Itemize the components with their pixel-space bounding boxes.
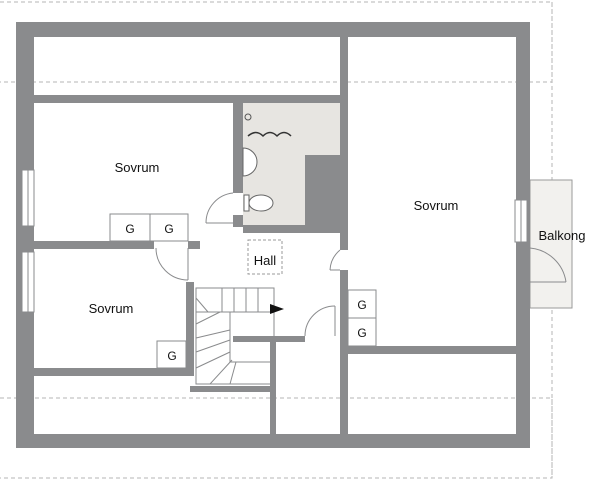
room-label-balcony: Balkong	[539, 228, 586, 243]
staircase	[195, 287, 284, 385]
balcony-floor	[529, 179, 573, 309]
sink-icon	[242, 147, 258, 177]
bathroom-shaft	[305, 155, 340, 225]
wardrobe-label: G	[164, 222, 173, 236]
wardrobes: G G G G G	[109, 213, 377, 369]
room-label-bedroom-top-left: Sovrum	[115, 160, 160, 175]
wardrobe-label: G	[357, 298, 366, 312]
shower-curtain-icon	[247, 131, 292, 138]
wardrobe-label: G	[357, 326, 366, 340]
hall-lamp-box	[247, 239, 283, 275]
stair-direction-arrow	[270, 304, 284, 314]
room-label-hall: Hall	[254, 253, 277, 268]
room-label-bedroom-bottom-left: Sovrum	[89, 301, 134, 316]
room-label-bedroom-right: Sovrum	[414, 198, 459, 213]
room-labels: Sovrum Sovrum Sovrum Hall Balkong	[89, 160, 586, 316]
wardrobe-label: G	[167, 349, 176, 363]
wardrobe-label: G	[125, 222, 134, 236]
windows	[21, 169, 528, 313]
shower-head-icon	[244, 113, 252, 121]
inner-walls	[34, 37, 516, 434]
doors	[155, 192, 567, 337]
bathroom-fixtures	[242, 113, 292, 212]
balcony	[529, 179, 573, 309]
toilet-icon	[248, 194, 274, 212]
